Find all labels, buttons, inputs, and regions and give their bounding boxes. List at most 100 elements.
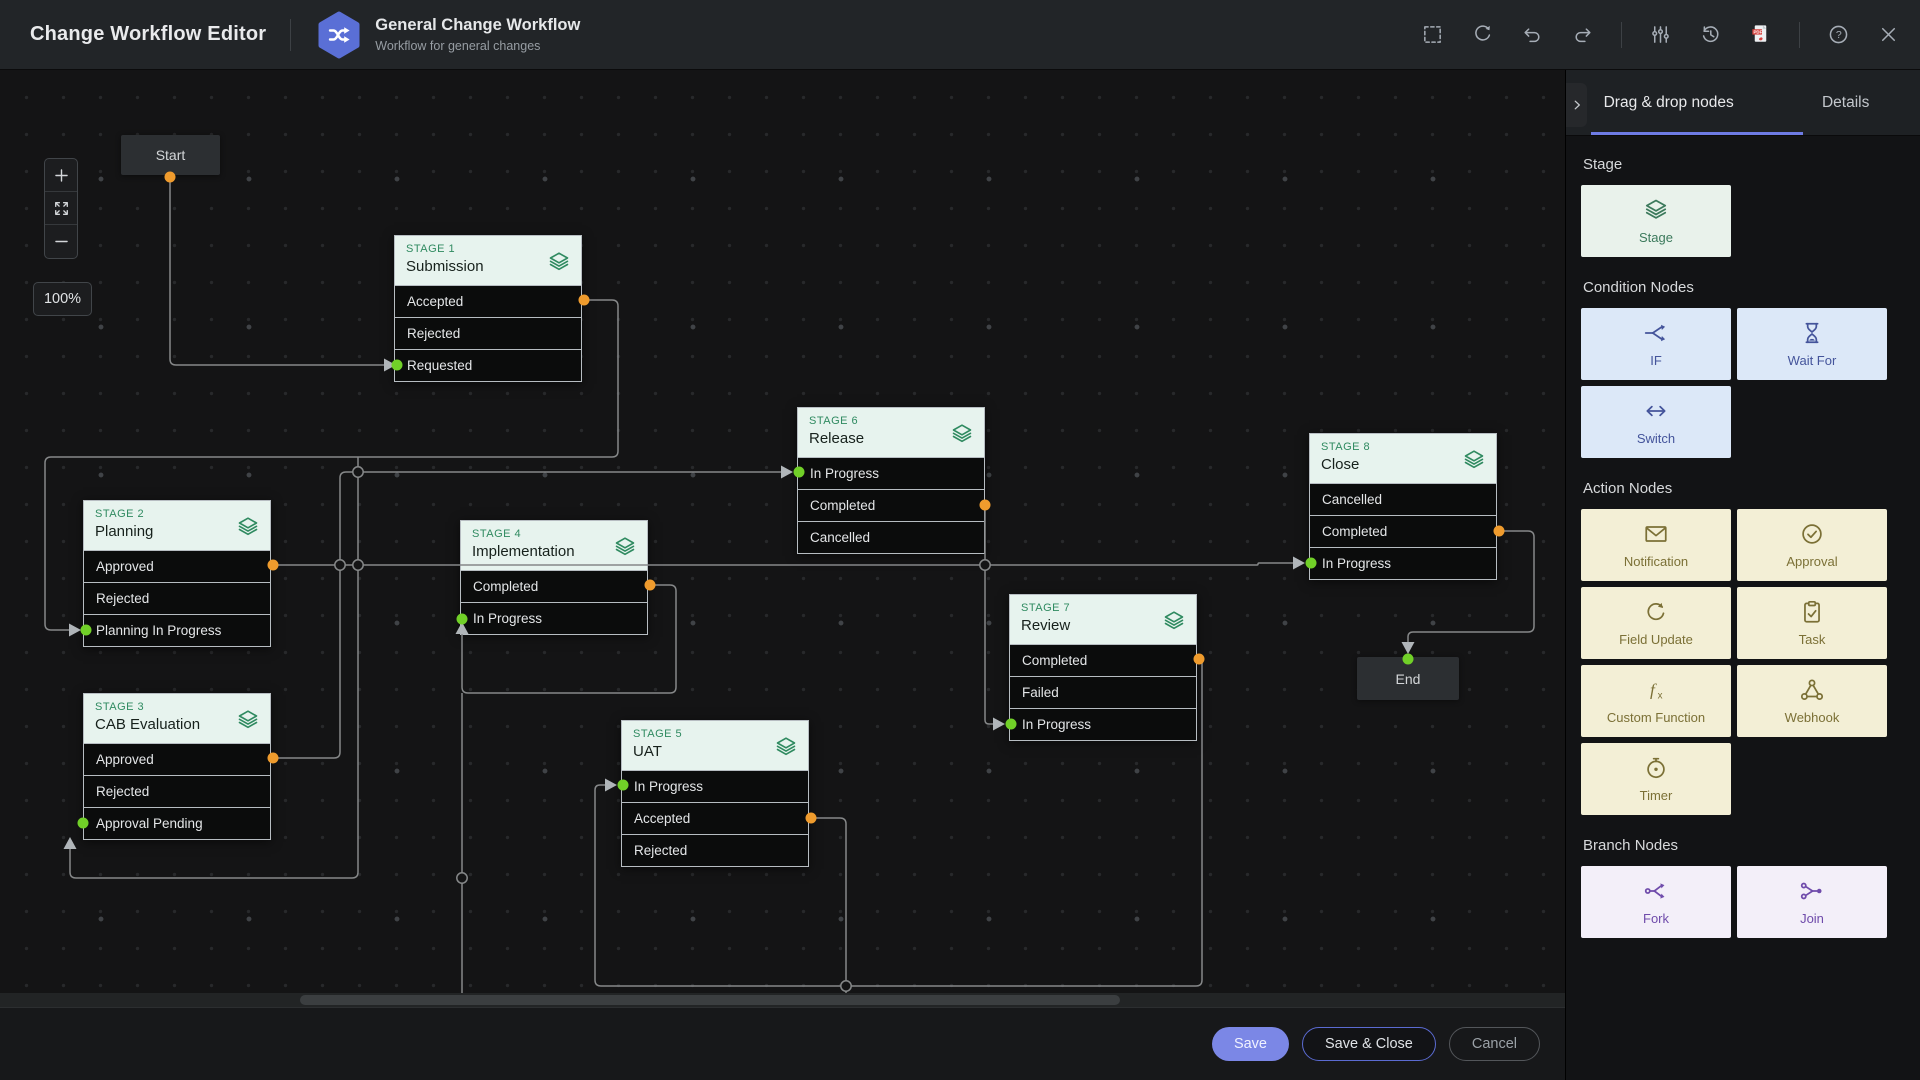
tile-webhook[interactable]: Webhook [1737,665,1887,737]
stage-row[interactable]: Accepted [622,802,808,834]
stage-row[interactable]: Requested [395,349,581,381]
fit-view-button[interactable] [45,192,77,225]
webhook-icon [1799,677,1825,703]
tile-join[interactable]: Join [1737,866,1887,938]
sliders-icon[interactable] [1649,23,1672,46]
canvas-hscrollbar[interactable] [300,995,1120,1005]
stage-row[interactable]: Cancelled [1310,483,1496,515]
if-branch-icon [1643,320,1669,346]
tile-fork[interactable]: Fork [1581,866,1731,938]
layers-icon [1643,197,1669,223]
stage-row[interactable]: Completed [798,489,984,521]
tile-label: Custom Function [1606,710,1706,725]
redo-icon[interactable] [1571,23,1594,46]
stage-label: STAGE 8 [1321,441,1371,453]
stage-row[interactable]: In Progress [461,602,647,634]
refresh-icon[interactable] [1471,23,1494,46]
tile-field-update[interactable]: Field Update [1581,587,1731,659]
history-icon[interactable] [1699,23,1722,46]
workflow-logo-icon [317,11,361,59]
toolbar-divider [1621,21,1622,48]
sidebar-collapse-button[interactable] [1566,83,1587,127]
stage-row[interactable]: Rejected [395,317,581,349]
zoom-in-button[interactable] [45,159,77,192]
footer-bar: Save Save & Close Cancel [0,1007,1565,1080]
tile-if[interactable]: IF [1581,308,1731,380]
start-node[interactable]: Start [121,135,220,175]
tile-stage[interactable]: Stage [1581,185,1731,257]
hourglass-icon [1799,320,1825,346]
svg-text:f: f [1650,680,1657,699]
tab-drag-drop-nodes[interactable]: Drag & drop nodes [1603,93,1734,111]
stage-row[interactable]: Rejected [84,775,270,807]
stage-name: Close [1321,456,1360,473]
stage-row[interactable]: Rejected [84,582,270,614]
header-toolbar: PDF? [1421,21,1900,48]
stage-row[interactable]: Failed [1010,676,1196,708]
export-pdf-icon[interactable]: PDF [1749,23,1772,46]
stage-row[interactable]: Cancelled [798,521,984,553]
stage-row[interactable]: In Progress [1010,708,1196,740]
tab-details[interactable]: Details [1821,93,1870,111]
stage-row[interactable]: Accepted [395,285,581,317]
stage-row[interactable]: Completed [1310,515,1496,547]
layers-icon [236,515,260,539]
svg-text:PDF: PDF [1754,29,1763,34]
save-and-close-button[interactable]: Save & Close [1302,1027,1436,1061]
marquee-select-icon[interactable] [1421,23,1444,46]
tile-switch[interactable]: Switch [1581,386,1731,458]
undo-icon[interactable] [1521,23,1544,46]
stage-row[interactable]: Completed [461,570,647,602]
close-icon[interactable] [1877,23,1900,46]
stage-row[interactable]: Completed [1010,644,1196,676]
end-node[interactable]: End [1357,657,1459,700]
workflow-title: General Change Workflow [375,16,581,34]
help-icon[interactable]: ? [1827,23,1850,46]
stage-row[interactable]: In Progress [798,457,984,489]
tile-timer[interactable]: Timer [1581,743,1731,815]
tile-approval[interactable]: Approval [1737,509,1887,581]
layers-icon [547,250,571,274]
stage-row[interactable]: In Progress [1310,547,1496,579]
svg-text:x: x [1658,691,1663,702]
layers-icon [236,708,260,732]
workflow-subtitle: Workflow for general changes [375,39,541,53]
tile-notification[interactable]: Notification [1581,509,1731,581]
switch-icon [1643,398,1669,424]
tile-label: Webhook [1784,710,1840,725]
stage-name: Submission [406,258,484,275]
stage-row[interactable]: Approval Pending [84,807,270,839]
tile-label: IF [1650,353,1662,368]
stage-row[interactable]: Approved [84,743,270,775]
tile-label: Stage [1639,230,1673,245]
stage-row[interactable]: Rejected [622,834,808,866]
workflow-titles: General Change Workflow Workflow for gen… [375,16,580,53]
stage-row[interactable]: Approved [84,550,270,582]
stage-row[interactable]: In Progress [622,770,808,802]
tile-label: Field Update [1619,632,1693,647]
stage-name: Release [809,430,865,447]
tile-task[interactable]: Task [1737,587,1887,659]
tile-label: Timer [1639,788,1673,803]
cancel-button[interactable]: Cancel [1448,1027,1540,1061]
refresh-cycle-icon [1643,599,1669,625]
tile-wait-for[interactable]: Wait For [1737,308,1887,380]
save-button[interactable]: Save [1211,1027,1289,1061]
header-divider [290,18,292,51]
stage-label: STAGE 7 [1021,602,1071,614]
stage-row[interactable]: Planning In Progress [84,614,270,646]
approval-check-icon [1799,521,1825,547]
zoom-out-button[interactable] [45,225,77,258]
